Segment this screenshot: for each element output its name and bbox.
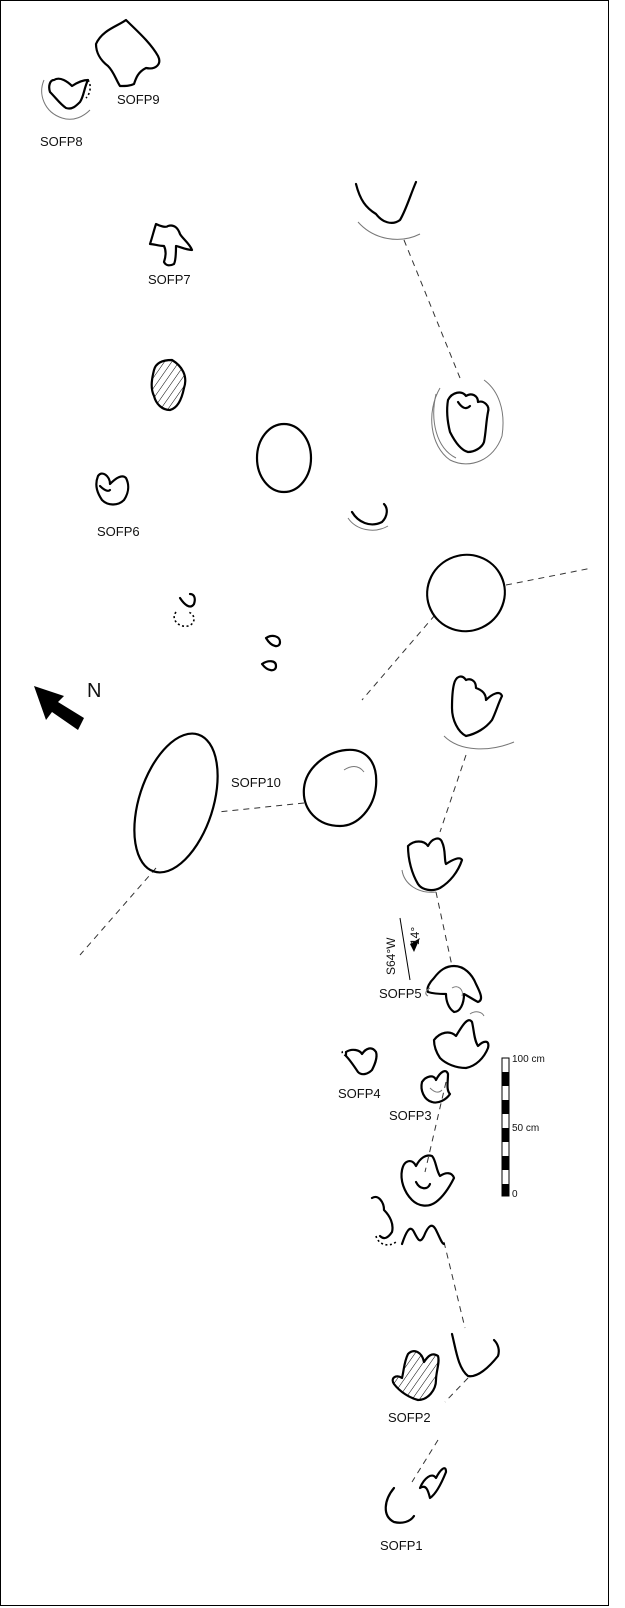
oval-right	[426, 553, 506, 633]
label-sofp1: SOFP1	[380, 1538, 423, 1553]
label-sofp5: SOFP5	[379, 986, 422, 1001]
drop-1	[264, 634, 282, 648]
oval-left-big	[133, 732, 219, 874]
track-sofp7	[148, 222, 194, 267]
track-right-large	[446, 391, 490, 454]
track-right-mid	[450, 675, 504, 738]
track-right-lower	[406, 837, 464, 892]
track-arc	[350, 502, 388, 526]
scale-label-50: 50 cm	[512, 1123, 539, 1134]
orientation-dip: 14°	[408, 927, 422, 945]
oval-mid	[255, 422, 313, 494]
track-sofp4	[344, 1047, 378, 1076]
map-border	[0, 0, 609, 1606]
track-partial-left	[370, 1195, 394, 1240]
label-sofp6: SOFP6	[97, 524, 140, 539]
drop-2	[260, 660, 278, 672]
trackway-lines	[79, 239, 593, 1483]
track-sofp5	[426, 964, 483, 1014]
track-sofp9	[94, 18, 161, 88]
track-sofp1	[384, 1486, 416, 1524]
scale-label-100: 100 cm	[512, 1054, 545, 1065]
track-upper-right	[354, 180, 418, 224]
orientation-marker	[399, 917, 420, 981]
track-partial-mid	[400, 1224, 446, 1246]
label-sofp2: SOFP2	[388, 1410, 431, 1425]
track-sofp8	[48, 77, 90, 110]
label-sofp10: SOFP10	[231, 775, 281, 790]
label-sofp9: SOFP9	[117, 92, 160, 107]
label-sofp4: SOFP4	[338, 1086, 381, 1101]
label-sofp7: SOFP7	[148, 272, 191, 287]
track-mid-lower	[400, 1154, 456, 1207]
track-right-sofp2	[450, 1332, 500, 1378]
track-under-sofp5	[432, 1019, 490, 1070]
label-sofp8: SOFP8	[40, 134, 83, 149]
track-sofp1-toes	[418, 1467, 448, 1500]
orientation-bearing: S64°W	[384, 937, 398, 975]
track-sofp6	[95, 472, 130, 506]
track-small	[178, 592, 196, 608]
track-hatched	[150, 358, 187, 412]
north-arrow	[34, 686, 84, 730]
track-sofp10	[302, 748, 378, 828]
track-sofp3	[420, 1070, 452, 1104]
scale-bar	[501, 1057, 510, 1197]
north-label: N	[87, 680, 101, 702]
scale-label-0: 0	[512, 1189, 518, 1200]
track-sofp2	[391, 1350, 440, 1402]
label-sofp3: SOFP3	[389, 1108, 432, 1123]
